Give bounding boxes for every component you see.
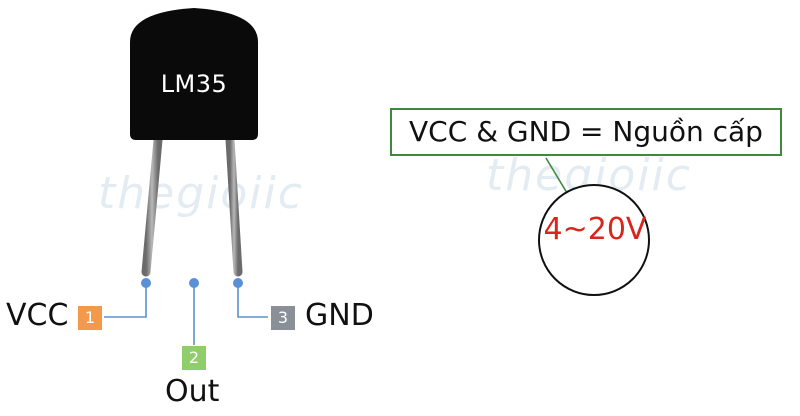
- pin-3-badge: 3: [271, 306, 295, 330]
- pin-dot-3: [233, 278, 243, 288]
- voltage-circle: [538, 184, 650, 296]
- voltage-range: 4~20V: [543, 212, 647, 247]
- chip-body: [130, 8, 258, 140]
- pin-dot-1: [141, 278, 151, 288]
- pin-3-name: GND: [305, 298, 374, 333]
- pin-2-badge: 2: [182, 346, 206, 370]
- connector-gnd: [237, 283, 268, 318]
- chip-label: LM35: [160, 70, 228, 98]
- pin-1-name: VCC: [6, 298, 69, 333]
- lead-right: [225, 135, 243, 277]
- callout-pointer: [545, 157, 571, 199]
- connector-vcc: [104, 283, 147, 318]
- pin-2-name: Out: [165, 374, 220, 409]
- lead-left: [141, 135, 163, 277]
- pin-1-badge: 1: [78, 306, 102, 330]
- power-info-box: VCC & GND = Nguồn cấp: [390, 108, 782, 156]
- pin-dot-2: [189, 278, 199, 288]
- watermark-left: thegioiic: [98, 168, 304, 219]
